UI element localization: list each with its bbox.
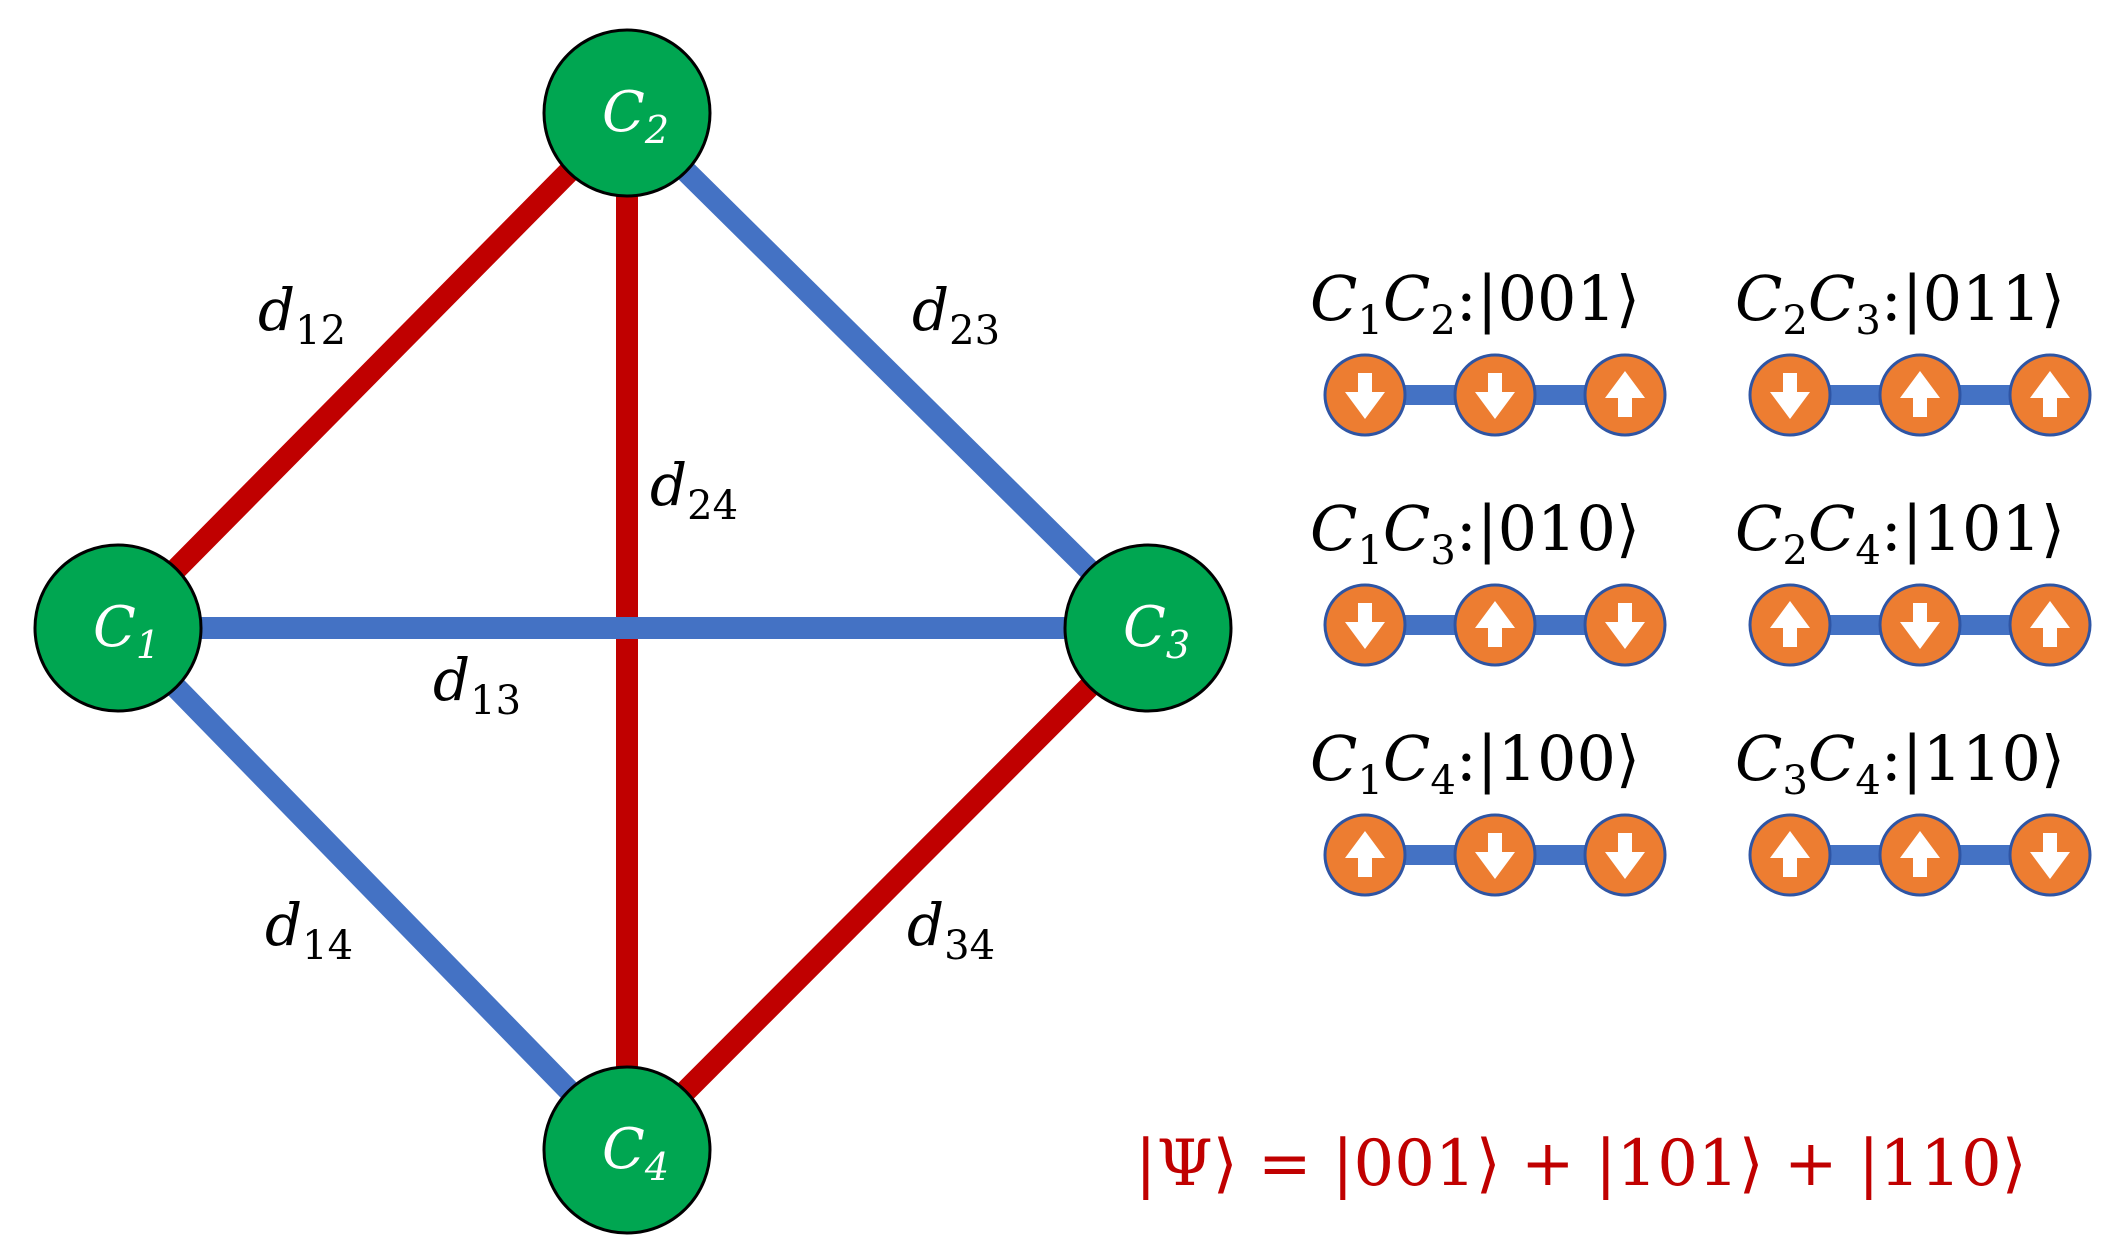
pair-state-label: C3C4:|110⟩ <box>1735 722 2065 804</box>
spin-site <box>1878 353 1962 437</box>
spin-site <box>1323 813 1407 897</box>
node-circle <box>542 1065 712 1235</box>
pair-state-label: C1C2:|001⟩ <box>1310 262 1640 344</box>
spin-site <box>1583 813 1667 897</box>
edge-label-12: d12 <box>258 276 346 354</box>
node-circle <box>33 543 203 713</box>
spin-down-arrow-icon <box>2030 833 2070 879</box>
pair-state-c1c2: C1C2:|001⟩ <box>1310 262 1667 437</box>
spin-site <box>2008 813 2092 897</box>
spin-site <box>1878 813 1962 897</box>
node-c4: C4 <box>542 1065 712 1235</box>
spin-down-arrow-icon <box>1345 603 1385 649</box>
edge-14 <box>110 620 635 1158</box>
spin-site <box>1453 813 1537 897</box>
spin-up-arrow-icon <box>1345 831 1385 877</box>
spin-site <box>2008 583 2092 667</box>
spin-site <box>1748 353 1832 437</box>
pair-state-c1c4: C1C4:|100⟩ <box>1310 722 1667 897</box>
spin-up-arrow-icon <box>2030 601 2070 647</box>
node-circle <box>542 28 712 198</box>
spin-up-arrow-icon <box>2030 371 2070 417</box>
node-label: C4 <box>602 1117 669 1189</box>
node-c3: C3 <box>1063 543 1233 713</box>
node-label: C3 <box>1123 595 1190 667</box>
spin-down-arrow-icon <box>1605 603 1645 649</box>
spin-site <box>1453 583 1537 667</box>
spin-down-arrow-icon <box>1475 833 1515 879</box>
spin-site <box>1323 353 1407 437</box>
pair-state-label: C1C4:|100⟩ <box>1310 722 1640 804</box>
pair-states-layer: C1C2:|001⟩ C2C3:|011⟩ C1C3:|010⟩ C2C4:|101⟩… <box>1310 262 2092 897</box>
edge-labels-layer: d12 d23 d24 d13 d14 d34 <box>258 276 1000 969</box>
spin-up-arrow-icon <box>1605 371 1645 417</box>
pair-state-c1c3: C1C3:|010⟩ <box>1310 492 1667 667</box>
pair-state-label: C2C4:|101⟩ <box>1735 492 2065 574</box>
spin-site <box>1583 353 1667 437</box>
pair-state-c3c4: C3C4:|110⟩ <box>1735 722 2092 897</box>
spin-site <box>1748 813 1832 897</box>
spin-site <box>2008 353 2092 437</box>
spin-up-arrow-icon <box>1475 601 1515 647</box>
node-c2: C2 <box>542 28 712 198</box>
edge-34 <box>619 620 1156 1158</box>
node-label: C1 <box>93 595 160 667</box>
spin-up-arrow-icon <box>1770 831 1810 877</box>
spin-site <box>1583 583 1667 667</box>
spin-site <box>1748 583 1832 667</box>
spin-down-arrow-icon <box>1900 603 1940 649</box>
edge-12 <box>110 105 635 636</box>
node-circle <box>1063 543 1233 713</box>
pair-state-c2c3: C2C3:|011⟩ <box>1735 262 2092 437</box>
spin-down-arrow-icon <box>1345 373 1385 419</box>
spin-down-arrow-icon <box>1770 373 1810 419</box>
spin-down-arrow-icon <box>1475 373 1515 419</box>
wavefunction-formula: |Ψ⟩ = |001⟩ + |101⟩ + |110⟩ <box>1135 1127 2027 1201</box>
edge-label-34: d34 <box>907 891 995 969</box>
edge-label-23: d23 <box>912 276 1000 354</box>
edges-layer <box>110 105 1156 1158</box>
pair-state-label: C1C3:|010⟩ <box>1310 492 1640 574</box>
edge-23 <box>619 105 1156 636</box>
spin-up-arrow-icon <box>1770 601 1810 647</box>
edge-label-14: d14 <box>265 891 353 969</box>
pair-state-label: C2C3:|011⟩ <box>1735 262 2065 344</box>
node-c1: C1 <box>33 543 203 713</box>
spin-site <box>1878 583 1962 667</box>
spin-site <box>1453 353 1537 437</box>
spin-up-arrow-icon <box>1900 371 1940 417</box>
spin-site <box>1323 583 1407 667</box>
edge-label-13: d13 <box>433 646 521 724</box>
pair-state-c2c4: C2C4:|101⟩ <box>1735 492 2092 667</box>
spin-down-arrow-icon <box>1605 833 1645 879</box>
edge-label-24: d24 <box>650 451 738 529</box>
node-label: C2 <box>602 80 669 152</box>
spin-up-arrow-icon <box>1900 831 1940 877</box>
